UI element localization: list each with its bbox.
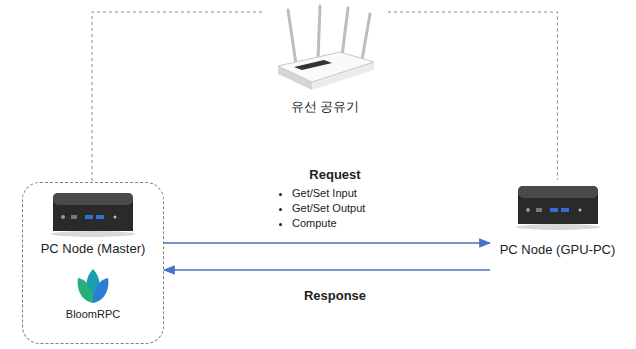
app-label: BloomRPC bbox=[66, 308, 120, 320]
bullet-item: Get/Set Input bbox=[292, 186, 365, 201]
node-label: 유선 공유기 bbox=[291, 98, 360, 116]
message-arrow bbox=[164, 242, 490, 244]
router-node: 유선 공유기 bbox=[262, 4, 388, 132]
mini-pc-icon bbox=[510, 180, 606, 232]
node-label: PC Node (GPU-PC) bbox=[500, 242, 616, 257]
node-label: PC Node (Master) bbox=[41, 241, 146, 256]
message-arrow bbox=[164, 269, 490, 271]
network-cable bbox=[92, 12, 262, 182]
router-icon bbox=[270, 4, 380, 96]
bullet-item: Get/Set Output bbox=[292, 201, 365, 216]
network-cable bbox=[388, 12, 558, 180]
gpu-pc-node: PC Node (GPU-PC) bbox=[490, 180, 625, 290]
mini-pc-icon bbox=[45, 187, 141, 239]
edge-label: Response bbox=[302, 288, 368, 303]
bullet-item: Compute bbox=[292, 216, 365, 231]
edge-label: Request bbox=[307, 167, 362, 182]
master-pc-node: PC Node (Master) BloomRPC bbox=[22, 182, 164, 344]
bullet-list: Get/Set InputGet/Set OutputCompute bbox=[278, 186, 365, 231]
bloomrpc-logo bbox=[74, 266, 112, 306]
